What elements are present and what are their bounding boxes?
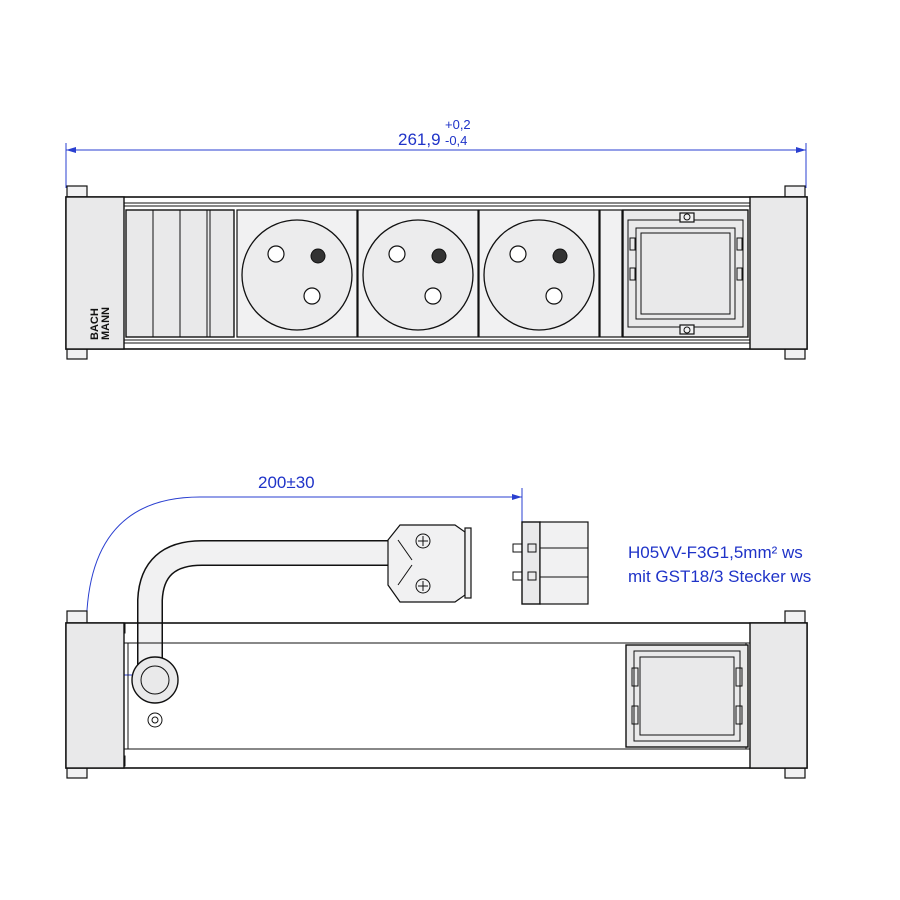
top-body: BACH MANN — [65, 196, 808, 350]
overall-width-dimension: 261,9 +0,2 -0,4 — [65, 117, 807, 188]
socket-module-3 — [478, 209, 600, 338]
overall-width-value: 261,9 — [398, 130, 441, 149]
side-view: 200±30 H05VV- — [65, 473, 811, 779]
side-body — [65, 622, 808, 769]
logo-line2: MANN — [100, 307, 112, 340]
cable — [137, 540, 388, 680]
tolerance-upper: +0,2 — [445, 117, 471, 132]
socket-module-2 — [357, 209, 479, 338]
cable-spec-line2: mit GST18/3 Stecker ws — [628, 567, 811, 586]
cable-spec-line1: H05VV-F3G1,5mm² ws — [628, 543, 803, 562]
cable-length-value: 200±30 — [258, 473, 315, 492]
gst18-connector — [387, 521, 589, 605]
bachmann-logo: BACH MANN — [89, 307, 112, 340]
data-module-frame — [622, 209, 749, 338]
top-view: 261,9 +0,2 -0,4 — [65, 117, 808, 360]
socket-module-1 — [236, 209, 358, 338]
tolerance-lower: -0,4 — [445, 133, 467, 148]
logo-line1: BACH — [89, 308, 101, 340]
